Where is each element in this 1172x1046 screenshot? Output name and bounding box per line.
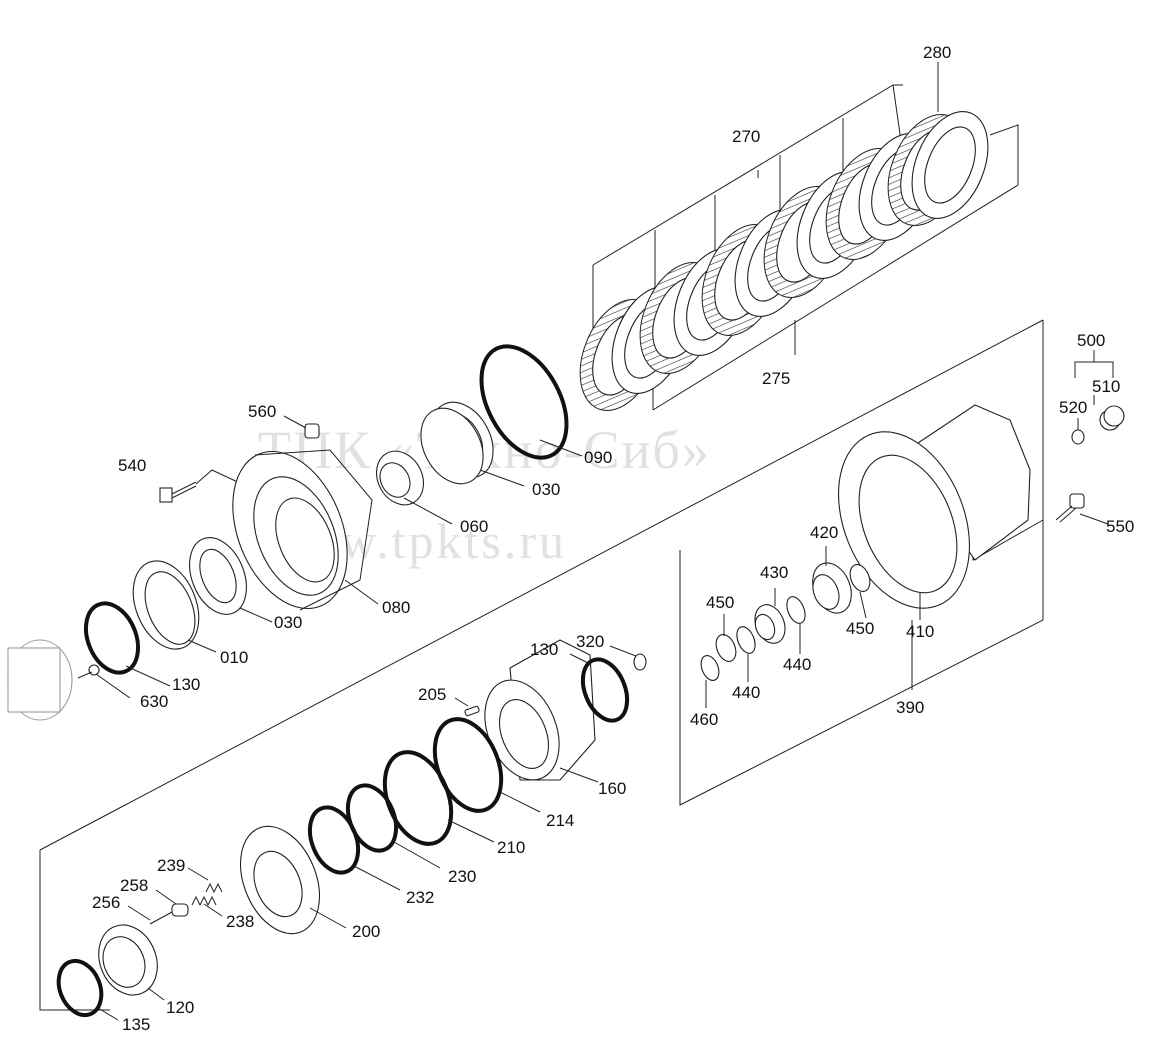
label-256: 256 xyxy=(92,893,120,912)
label-450-right: 450 xyxy=(846,619,874,638)
part-labels: 280 270 275 500 510 520 560 540 090 030 … xyxy=(92,43,1134,1034)
label-090: 090 xyxy=(584,448,612,467)
o-ring-130-right xyxy=(580,657,630,723)
label-560: 560 xyxy=(248,402,276,421)
pin-205 xyxy=(464,705,480,717)
o-ring-090 xyxy=(479,344,569,460)
seal-010 xyxy=(132,560,200,650)
label-010: 010 xyxy=(220,648,248,667)
label-238: 238 xyxy=(226,912,254,931)
leader-lines xyxy=(95,62,1109,1021)
label-120: 120 xyxy=(166,998,194,1017)
housing-080 xyxy=(232,449,373,611)
label-280: 280 xyxy=(923,43,951,62)
clutch-plate-pack xyxy=(579,84,1019,411)
label-320: 320 xyxy=(576,632,604,651)
label-080: 080 xyxy=(382,598,410,617)
nut-120 xyxy=(98,924,158,996)
ring-450-left xyxy=(715,634,737,662)
label-030-lower: 030 xyxy=(274,613,302,632)
o-ring-135 xyxy=(56,958,104,1018)
bolt-630 xyxy=(77,664,100,679)
bearing-030-lower xyxy=(189,537,247,615)
assembly-axis-line xyxy=(39,319,1044,851)
spring-cage-200 xyxy=(240,825,320,935)
label-205: 205 xyxy=(418,685,446,704)
label-200: 200 xyxy=(352,922,380,941)
ring-460 xyxy=(700,655,720,681)
assembly-bracket-left xyxy=(39,850,110,1011)
bearing-030-upper xyxy=(420,401,494,485)
label-510: 510 xyxy=(1092,377,1120,396)
o-ring-232 xyxy=(307,805,361,875)
label-440-right: 440 xyxy=(783,655,811,674)
washer-320 xyxy=(633,653,647,671)
label-420: 420 xyxy=(810,523,838,542)
bolt-540 xyxy=(159,481,197,503)
gear-420 xyxy=(812,562,852,614)
label-550: 550 xyxy=(1106,517,1134,536)
o-ring-230 xyxy=(345,783,399,853)
pin-258 xyxy=(171,903,189,917)
housing-410 xyxy=(838,404,1031,609)
spring-238 xyxy=(191,895,217,907)
label-430: 430 xyxy=(760,563,788,582)
label-214: 214 xyxy=(546,811,574,830)
ring-450-right xyxy=(849,564,871,592)
bearing-430 xyxy=(754,604,786,644)
plate-6 xyxy=(887,110,989,226)
gear-faded xyxy=(7,639,73,721)
label-540: 540 xyxy=(118,456,146,475)
label-135: 135 xyxy=(122,1015,150,1034)
label-500: 500 xyxy=(1077,331,1105,350)
ring-440-left xyxy=(736,626,756,654)
label-390: 390 xyxy=(896,698,924,717)
piston-160 xyxy=(484,639,596,781)
label-160: 160 xyxy=(598,779,626,798)
label-410: 410 xyxy=(906,622,934,641)
leader-540 xyxy=(195,469,245,486)
label-630: 630 xyxy=(140,692,168,711)
label-460: 460 xyxy=(690,710,718,729)
ring-520 xyxy=(1071,429,1085,445)
bolt-550 xyxy=(1055,493,1085,523)
label-258: 258 xyxy=(120,876,148,895)
label-130-left: 130 xyxy=(172,675,200,694)
rod-256 xyxy=(149,911,173,925)
plug-510 xyxy=(1099,405,1125,431)
label-275: 275 xyxy=(762,369,790,388)
label-232: 232 xyxy=(406,888,434,907)
ring-440-right xyxy=(786,596,806,624)
label-239: 239 xyxy=(157,856,185,875)
label-520: 520 xyxy=(1059,398,1087,417)
label-270: 270 xyxy=(732,127,760,146)
label-030-upper: 030 xyxy=(532,480,560,499)
label-210: 210 xyxy=(497,838,525,857)
label-440-left: 440 xyxy=(732,683,760,702)
o-ring-130-left xyxy=(83,601,141,675)
label-230: 230 xyxy=(448,867,476,886)
sleeve-060 xyxy=(375,450,425,506)
label-060: 060 xyxy=(460,517,488,536)
plug-560 xyxy=(304,423,320,439)
bracket-390 xyxy=(679,320,1044,806)
spring-239 xyxy=(205,882,223,894)
label-130-right: 130 xyxy=(530,640,558,659)
label-450-left: 450 xyxy=(706,593,734,612)
bracket-500 xyxy=(1074,361,1114,378)
